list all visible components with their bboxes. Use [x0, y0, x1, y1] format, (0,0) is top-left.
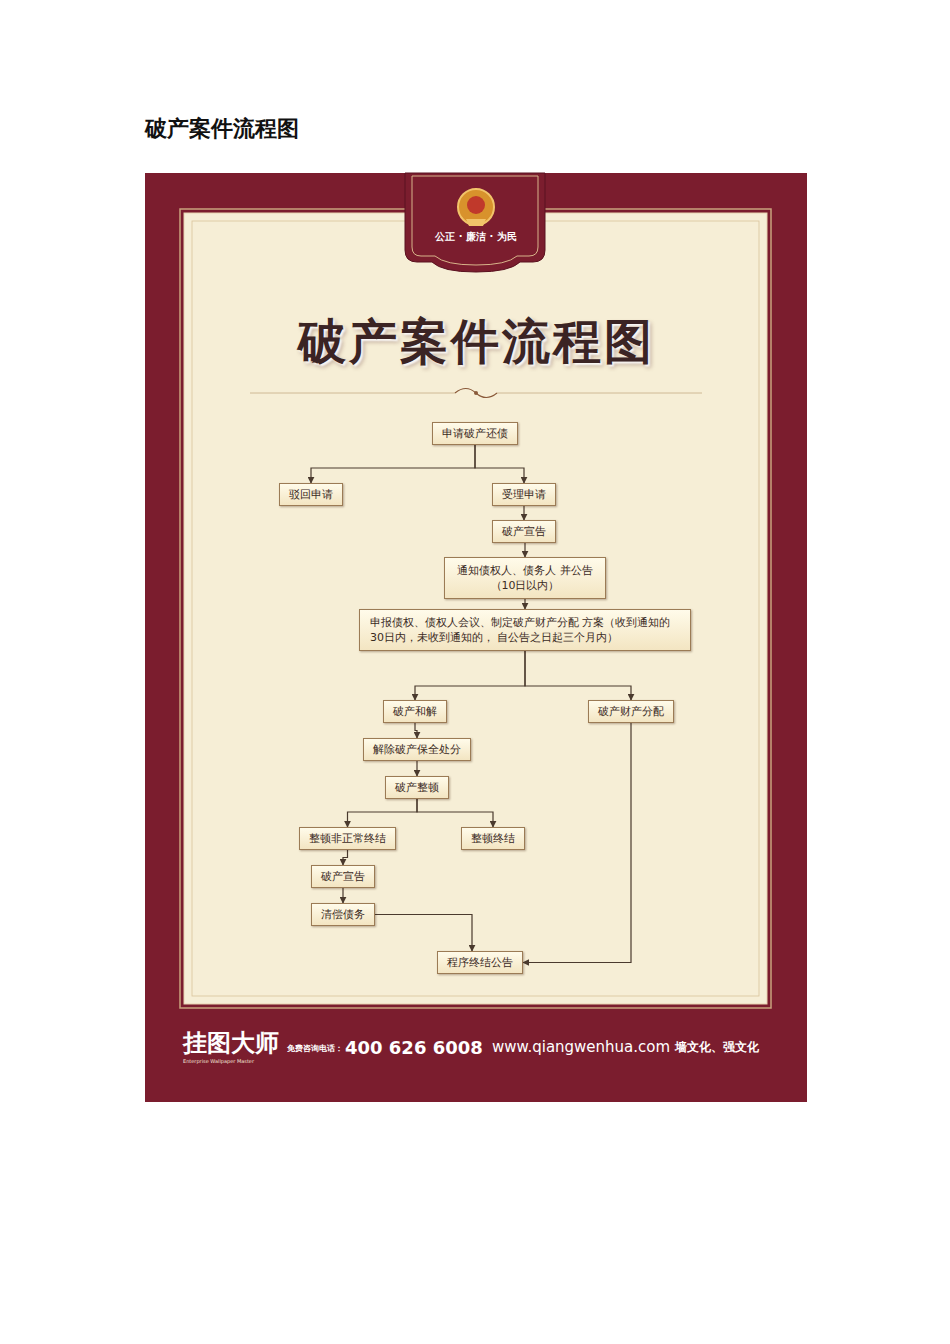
repay-box: 清偿债务: [311, 903, 375, 926]
flow-arrow: [525, 651, 631, 700]
cream-panel: [184, 213, 767, 1004]
declare-box: 破产宣告: [492, 520, 556, 543]
settlement-box: 破产和解: [383, 700, 447, 723]
flow-arrow: [523, 506, 524, 520]
box-text: 申请破产还债: [442, 426, 508, 441]
flow-arrow: [343, 850, 348, 865]
flow-arrow: [416, 761, 417, 776]
flow-arrow: [375, 915, 472, 952]
flow-arrow: [311, 445, 475, 483]
slogan: 墙文化、强文化: [675, 1041, 759, 1055]
claims-box: 申报债权、债权人会议、制定破产财产分配 方案（收到通知的30日内，未收到通知的，…: [359, 609, 691, 651]
phone-number: 400 626 6008: [345, 1038, 483, 1059]
box-text: 破产整顿: [395, 780, 439, 795]
divider-line: [497, 393, 702, 394]
declare-box: 破产宣告: [311, 865, 375, 888]
release-box: 解除破产保全处分: [363, 738, 471, 761]
page-title: 破产案件流程图: [145, 116, 299, 141]
emblem-tab: [405, 173, 545, 272]
box-text: 破产财产分配: [598, 704, 664, 719]
start-box: 申请破产还债: [432, 422, 518, 445]
website-url: www.qiangwenhua.com: [492, 1039, 670, 1056]
flow-arrow: [524, 599, 525, 609]
poster-title: 破产案件流程图: [298, 314, 655, 369]
flow-arrow: [523, 723, 631, 963]
box-text: 程序终结公告: [447, 955, 513, 970]
box-text: 解除破产保全处分: [373, 742, 461, 757]
flow-arrow: [415, 651, 525, 700]
motto: 公正 · 廉洁 · 为民: [435, 231, 517, 243]
notice-box: 通知债权人、债务人 并公告（10日以内）: [444, 557, 606, 599]
reject-box: 驳回申请: [279, 483, 343, 506]
flow-arrow: [342, 888, 343, 903]
box-text: 破产和解: [393, 704, 437, 719]
box-text: 受理申请: [502, 487, 546, 502]
divider-dot: [474, 391, 478, 395]
flow-arrow: [524, 543, 525, 557]
abnormal-end-box: 整顿非正常终结: [299, 827, 396, 850]
box-text: 破产宣告: [502, 524, 546, 539]
distribution-box: 破产财产分配: [588, 700, 674, 723]
box-text: 整顿非正常终结: [309, 831, 386, 846]
court-emblem: [458, 189, 494, 225]
box-text: 整顿终结: [471, 831, 515, 846]
poster-frame: [145, 173, 807, 1102]
box-text: 破产宣告: [321, 869, 365, 884]
flow-arrow: [475, 445, 524, 483]
emblem-center: [467, 196, 485, 214]
panel-inner-line: [192, 221, 759, 996]
box-text: 通知债权人、债务人 并公告（10日以内）: [455, 563, 595, 593]
divider-line: [250, 393, 455, 394]
frame-line: [180, 209, 771, 1008]
rectify-end-box: 整顿终结: [461, 827, 525, 850]
flow-arrow: [415, 723, 417, 738]
rectify-box: 破产整顿: [385, 776, 449, 799]
brand-subtitle: Enterprise Wallpaper Master: [183, 1059, 254, 1065]
phone-caption: 免费咨询电话：: [287, 1044, 343, 1053]
emblem-tab-line: [412, 176, 538, 265]
box-text: 清偿债务: [321, 907, 365, 922]
box-text: 驳回申请: [289, 487, 333, 502]
flow-arrow: [348, 799, 418, 827]
accept-box: 受理申请: [492, 483, 556, 506]
flow-arrow: [417, 799, 493, 827]
divider-ornament: [455, 389, 497, 398]
box-text: 申报债权、债权人会议、制定破产财产分配 方案（收到通知的30日内，未收到通知的，…: [370, 615, 680, 645]
emblem-base: [466, 219, 486, 226]
brand-logo: 挂图大师: [183, 1029, 279, 1057]
end-notice-box: 程序终结公告: [437, 951, 523, 974]
